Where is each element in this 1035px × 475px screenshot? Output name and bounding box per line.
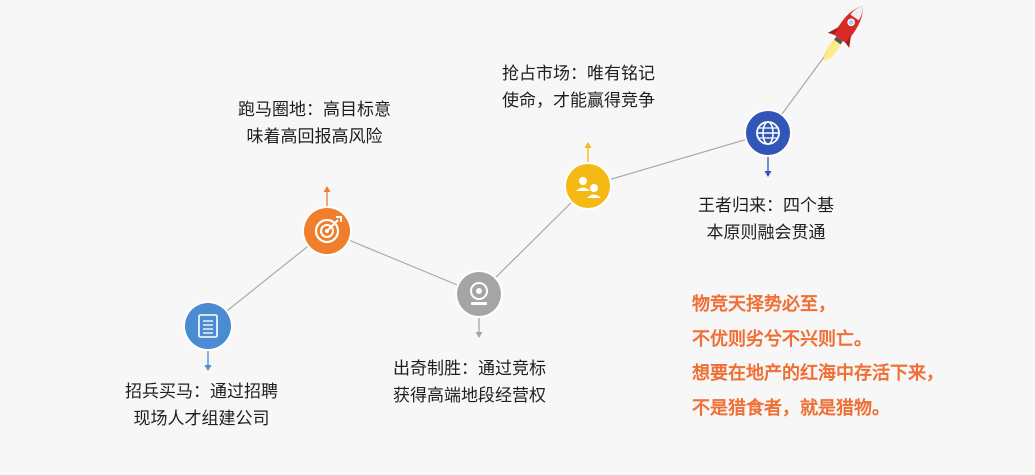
step-label-line: 使命，才能赢得竞争 <box>502 91 655 111</box>
quote-text: 物竞天择势必至， 不优则劣兮不兴则亡。 想要在地产的红海中存活下来， 不是猎食者… <box>692 288 944 426</box>
step-label-surprise: 出奇制胜：通过竞标获得高端地段经营权 <box>393 356 546 410</box>
step-nodes <box>183 109 792 351</box>
up-arrow-icon <box>323 186 331 206</box>
step-node-surprise <box>455 270 503 318</box>
target-icon <box>314 216 342 244</box>
globe-icon <box>756 121 780 145</box>
step-label-market: 抢占市场：唯有铭记使命，才能赢得竞争 <box>502 61 655 115</box>
step-label-line: 招兵买马：通过招聘 <box>125 382 278 402</box>
step-node-recruit <box>183 301 233 351</box>
step-label-line: 抢占市场：唯有铭记 <box>502 64 655 84</box>
step-label-line: 跑马圈地：高目标意 <box>238 100 391 120</box>
up-arrow-icon <box>584 142 592 162</box>
webcam-icon <box>470 282 488 305</box>
step-label-line: 本原则融会贯通 <box>706 223 826 243</box>
quote-line: 物竞天择势必至， <box>692 294 836 315</box>
quote-line: 想要在地产的红海中存活下来， <box>692 363 944 384</box>
step-label-recruit: 招兵买马：通过招聘现场人才组建公司 <box>125 379 278 433</box>
connector-line <box>326 230 480 295</box>
step-label-line: 王者归来：四个基 <box>698 196 834 216</box>
connector-line <box>207 230 328 327</box>
step-label-line: 味着高回报高风险 <box>246 127 383 147</box>
step-node-land <box>302 206 352 256</box>
team-icon <box>576 177 601 198</box>
down-arrow-icon <box>475 318 483 338</box>
step-node-king <box>744 109 792 157</box>
quote-line: 不优则劣兮不兴则亡。 <box>692 328 872 350</box>
down-arrow-icon <box>204 351 212 371</box>
step-label-line: 现场人才组建公司 <box>133 409 270 429</box>
step-label-land: 跑马圈地：高目标意味着高回报高风险 <box>238 97 391 151</box>
quote-line: 不是猎食者，就是猎物。 <box>692 397 890 419</box>
down-arrow-icon <box>764 157 772 177</box>
connector-line <box>478 185 589 295</box>
step-label-line: 出奇制胜：通过竞标 <box>393 359 546 379</box>
step-label-king: 王者归来：四个基本原则融会贯通 <box>698 193 834 247</box>
step-label-line: 获得高端地段经营权 <box>393 386 546 406</box>
rocket-icon <box>815 5 863 74</box>
connector-line <box>587 132 769 187</box>
step-node-market <box>564 162 612 210</box>
step-arrows <box>204 142 772 371</box>
document-icon <box>198 314 218 338</box>
